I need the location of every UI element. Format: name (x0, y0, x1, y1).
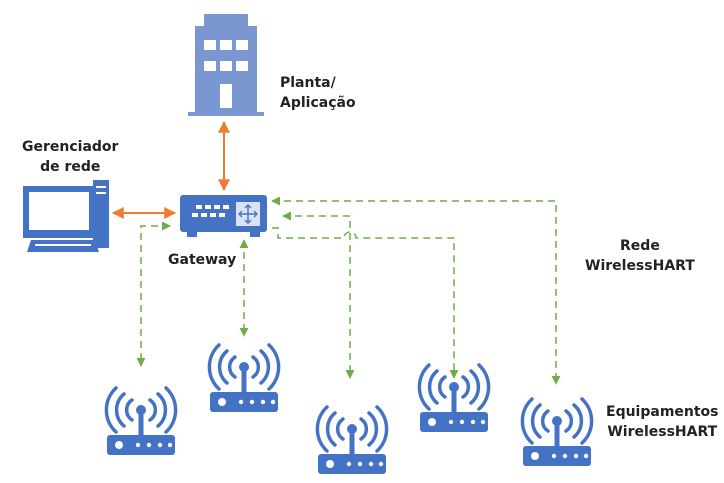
network-label-line-2: WirelessHART (585, 258, 695, 274)
network-manager-label: Gerenciador de rede (22, 137, 118, 177)
network-manager-label-line-2: de rede (40, 159, 101, 175)
plant-label-line-1: Planta/ (280, 75, 336, 91)
network-label-line-1: Rede (620, 238, 660, 254)
devices-label: Equipamentos WirelessHART (606, 402, 719, 442)
gateway-label: Gateway (168, 252, 237, 268)
wireless-device-icon (315, 405, 389, 476)
wireless-link-4 (272, 227, 459, 379)
computer-icon (23, 180, 109, 252)
wireless-device-icon (520, 397, 594, 468)
network-label: Rede WirelessHART (585, 236, 695, 276)
building-icon (188, 14, 264, 116)
plant-label-line-2: Aplicação (280, 95, 356, 111)
wired-links (111, 120, 230, 219)
wireless-device-icon (207, 343, 281, 414)
wireless-device-icon (104, 386, 178, 457)
gateway-icon (180, 195, 267, 237)
wireless-link-5 (271, 196, 561, 385)
wireless-links (136, 196, 561, 385)
wireless-link-1 (136, 221, 171, 367)
network-manager-label-line-1: Gerenciador (22, 139, 119, 155)
devices-label-line-1: Equipamentos (606, 404, 719, 420)
devices-label-line-2: WirelessHART (607, 424, 718, 440)
wireless-link-3 (282, 211, 355, 379)
plant-label: Planta/ Aplicação (280, 73, 356, 113)
wireless-device-icon (417, 363, 491, 434)
